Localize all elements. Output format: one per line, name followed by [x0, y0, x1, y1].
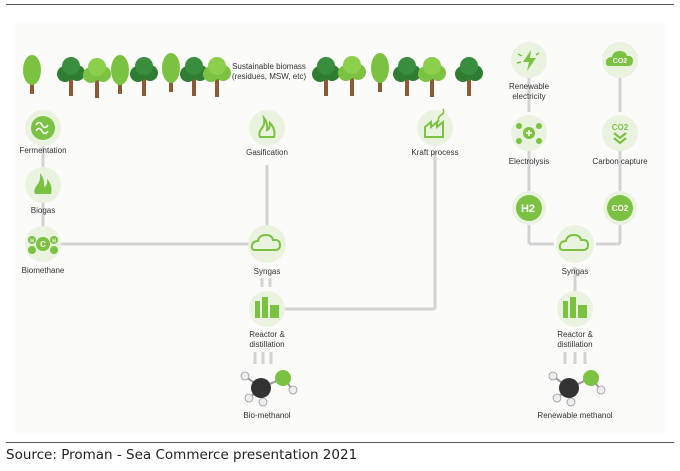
trees-right [312, 53, 483, 97]
fermentation-label: Fermentation [19, 146, 67, 155]
bottom-rule [6, 442, 674, 443]
sustainable-biomass-label: Sustainable biomass (residues, MSW, etc) [231, 62, 307, 81]
renewable-methanol-label: Renewable methanol [537, 411, 613, 420]
diagram-panel: C H H [14, 22, 666, 434]
methane-hydrogen-symbol: H [30, 239, 34, 245]
co2-mid-label: CO2 [612, 204, 629, 213]
kraft-process-label: Kraft process [411, 148, 459, 157]
electrolysis-label: Electrolysis [508, 157, 550, 166]
source-caption: Source: Proman - Sea Commerce presentati… [6, 447, 358, 463]
methane-hydrogen-symbol: H [52, 239, 56, 245]
syngas-left-label: Syngas [253, 267, 281, 276]
reactor-icon [249, 291, 285, 327]
methane-carbon-symbol: C [40, 240, 46, 249]
fermentation-icon [25, 110, 61, 146]
gasification-icon [249, 110, 285, 146]
co2-captured-icon: CO2 [603, 191, 637, 225]
biomethane-label: Biomethane [21, 266, 65, 275]
co2-capture-label: CO2 [612, 123, 629, 132]
trees-left [23, 53, 231, 98]
carbon-capture-label: Carbon capture [592, 157, 648, 166]
biomethane-icon: C H H [25, 226, 61, 262]
reactor-right-icon [557, 291, 593, 327]
carbon-capture-icon: CO2 [602, 115, 638, 151]
syngas-right-label: Syngas [561, 267, 589, 276]
biogas-flame-icon [25, 167, 61, 203]
renewable-electricity-label: Renewable electricity [508, 82, 550, 101]
bio-methanol-label: Bio-methanol [243, 411, 291, 420]
electrolysis-icon [511, 115, 547, 151]
kraft-process-icon [417, 108, 453, 146]
h2-label: H2 [521, 203, 535, 215]
bio-methanol-molecule-icon [240, 370, 298, 407]
hydrogen-h2-icon: H2 [512, 191, 546, 225]
co2-source-icon: CO2 [602, 42, 638, 78]
flow-dashes [253, 278, 587, 364]
biogas-label: Biogas [30, 206, 56, 215]
methanol-production-diagram: C H H [23, 42, 638, 407]
reactor-left-label: Reactor & distillation [249, 330, 285, 349]
syngas-cloud-icon [248, 225, 286, 263]
renewable-electricity-icon [511, 42, 547, 78]
reactor-right-label: Reactor & distillation [557, 330, 593, 349]
renewable-methanol-molecule-icon [548, 370, 606, 407]
connectors [41, 73, 622, 311]
gasification-label: Gasification [246, 148, 288, 157]
top-rule [6, 4, 674, 5]
syngas-cloud-right-icon [556, 225, 594, 263]
co2-label: CO2 [613, 58, 628, 65]
